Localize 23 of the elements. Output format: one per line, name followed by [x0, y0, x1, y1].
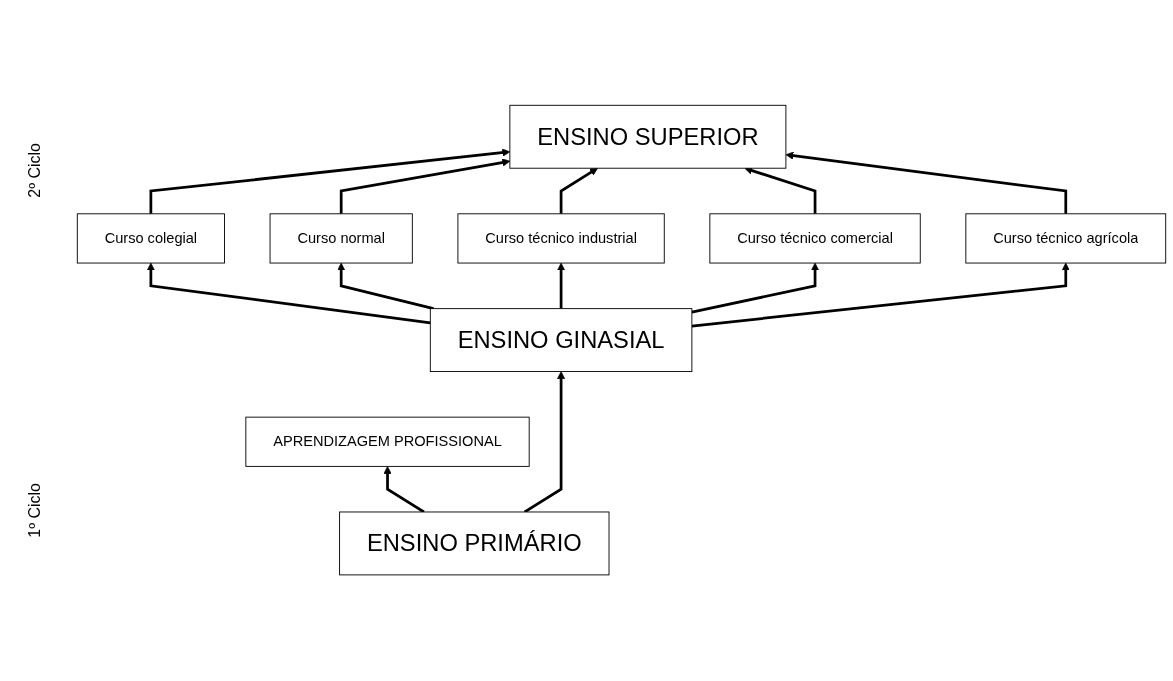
node-box: Curso colegial — [76, 213, 225, 264]
arrow — [337, 263, 434, 311]
node-box: ENSINO GINASIAL — [429, 308, 693, 373]
node-box: Curso técnico comercial — [709, 213, 921, 264]
node-box: Curso técnico industrial — [457, 213, 665, 264]
arrow — [691, 263, 820, 314]
node-box: Curso normal — [269, 213, 413, 264]
arrow — [691, 263, 1070, 328]
arrow — [146, 263, 431, 325]
arrow — [559, 168, 598, 215]
cycle-label: 2º Ciclo — [26, 142, 44, 198]
arrow — [557, 263, 566, 310]
arrow — [785, 152, 1068, 215]
arrow — [339, 158, 511, 215]
arrow — [744, 167, 817, 215]
node-box: Curso técnico agrícola — [965, 213, 1167, 264]
arrow — [523, 371, 566, 514]
node-box: ENSINO PRIMÁRIO — [339, 511, 610, 576]
cycle-label: 1º Ciclo — [26, 483, 44, 539]
arrow — [149, 149, 511, 215]
arrow — [383, 466, 425, 514]
node-box: APRENDIZAGEM PROFISSIONAL — [245, 417, 530, 468]
node-box: ENSINO SUPERIOR — [509, 105, 787, 170]
